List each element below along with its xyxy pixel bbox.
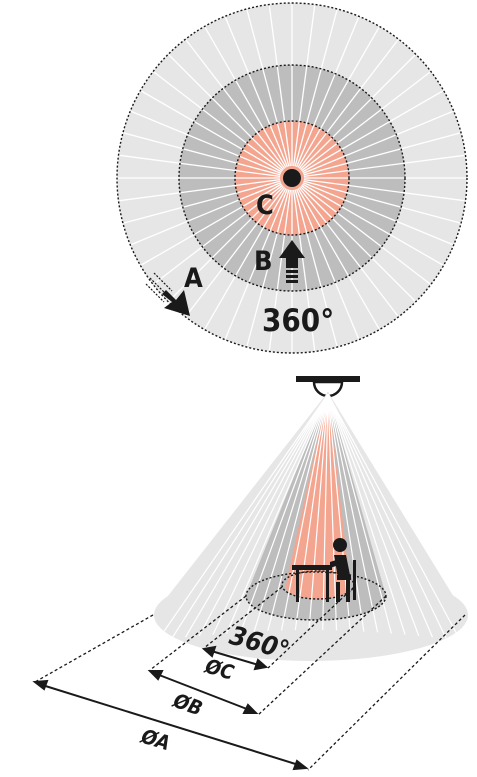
cone-c [286,392,350,585]
detection-ray [185,39,286,169]
zone-b-boundary [178,64,406,292]
cone-ray [184,393,329,638]
ceiling-mount [296,376,360,382]
detection-ray [185,187,286,317]
cone-ray [253,393,329,632]
cone-ray [198,393,329,637]
detection-ray [130,181,282,246]
detection-ray [294,9,338,167]
detection-ray [302,181,454,246]
arrow-a-icon [145,272,190,316]
detection-ray [303,178,465,202]
detection-ray [302,90,444,173]
cone-ray [327,393,338,631]
cone-ray [327,393,406,635]
detection-ray [302,110,454,175]
detection-ray [303,154,465,178]
cone-ray [239,393,329,633]
detection-ray [268,5,292,167]
dimension-c-label: ØC [202,653,238,684]
cone-rays [157,393,461,641]
side-view: 360° ØC ØB ØA [32,376,468,771]
detection-ray [224,188,289,340]
projection-lines [34,586,466,771]
cone-ray [157,393,329,641]
zone-c-boundary [234,120,350,236]
cone-ray [267,393,329,632]
cone-ray [327,393,434,638]
detection-ray [301,71,431,172]
detection-ray [292,5,316,167]
detection-ray [301,184,431,285]
cone-ray [327,393,365,632]
detection-ray [119,154,281,178]
detection-ray [303,132,461,176]
dimension-arrows [32,645,309,771]
sensor-dot [283,169,301,187]
zone-b-label: B [254,246,273,277]
cone-ray [226,393,329,634]
top-view: C B A 360° [116,2,468,354]
cone-ray [327,393,461,641]
detection-ray [204,188,287,330]
detection-ray [246,189,290,347]
person-at-desk-icon [292,538,356,602]
detection-ray [300,54,416,170]
detection-ray [204,26,287,168]
detection-ray [140,90,282,173]
detection-ray [123,132,281,176]
top-angle-label: 360° [262,303,334,339]
detection-ray [123,180,281,224]
detection-rays [118,4,466,352]
dimension-b-line [153,672,253,712]
cone-ray [171,393,329,639]
detection-ray [140,183,282,266]
detection-ray [292,189,316,351]
detection-ray [153,71,283,172]
zone-a-label: A [184,263,203,294]
detection-ray [303,180,461,224]
detection-ray [298,187,399,317]
detection-ray [268,189,292,351]
detection-ray [295,16,360,168]
zone-c-label: C [256,190,274,221]
cone-ray [327,393,420,637]
detection-ray [300,186,416,302]
detection-ray [297,26,380,168]
arrow-b-icon [279,240,305,283]
detection-ray [224,16,289,168]
detection-ray [294,189,338,347]
detection-ray [119,178,281,202]
detection-ray [168,186,284,302]
zone-a-boundary [116,2,468,354]
cone-ray [327,393,392,634]
dimension-b-label: ØB [169,688,205,721]
detection-ray [298,39,399,169]
dimension-a-line [38,683,303,767]
detection-ray [168,54,284,170]
cone-ray [327,393,379,633]
cone-ray [327,393,447,639]
cone-ray [294,393,329,631]
detection-ray [130,110,282,175]
detection-ray [297,188,380,330]
cone-ray [308,393,329,631]
dimension-c-line [207,649,263,667]
dimension-a-label: ØA [138,724,174,756]
detection-ray [295,188,360,340]
detection-ray [246,9,290,167]
cone-ray [280,393,329,631]
detection-ray [153,184,283,285]
detection-ray [302,183,444,266]
cone-ray [322,393,329,631]
cone-ray [212,393,329,635]
